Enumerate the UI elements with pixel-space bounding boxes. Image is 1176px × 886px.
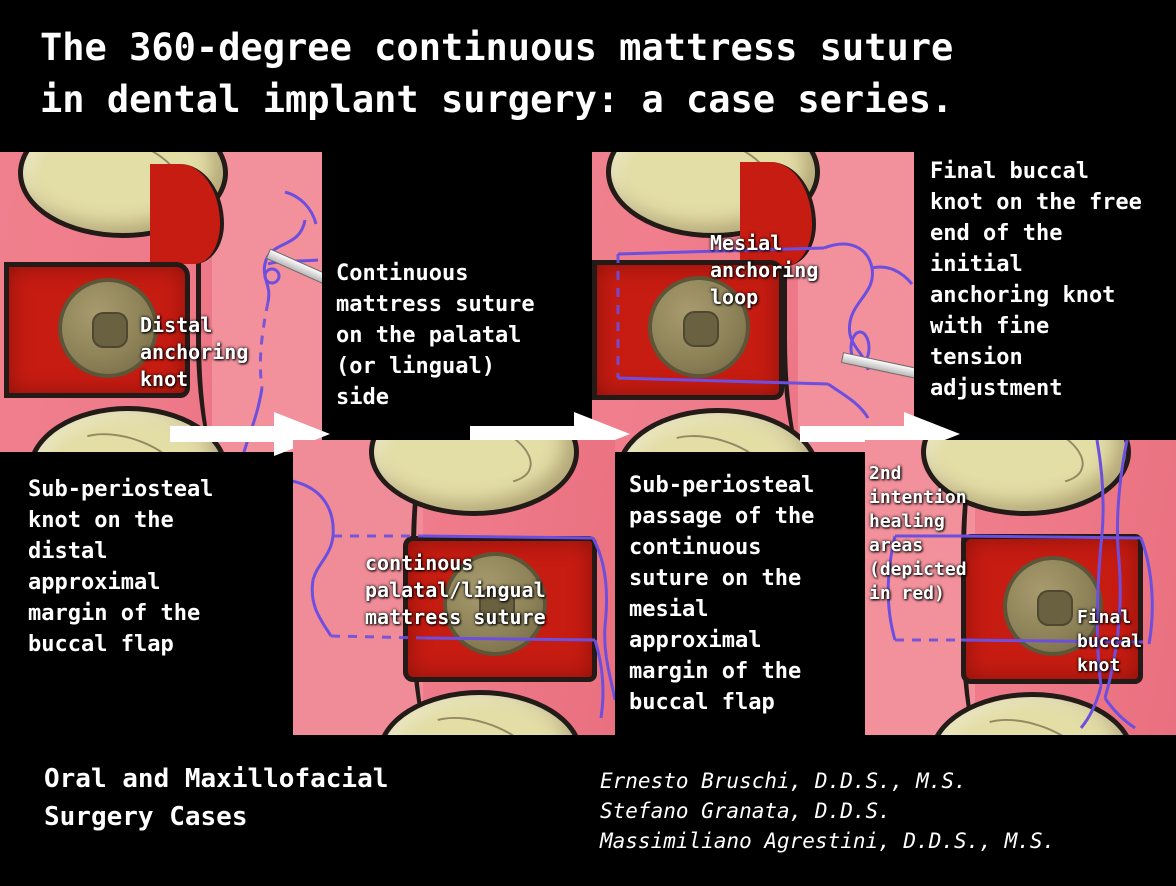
- ridge-contour: [196, 152, 261, 452]
- ridge-contour: [782, 152, 849, 452]
- label-final-buccal-knot-overlay: Final buccal knot: [1077, 607, 1143, 676]
- footer-journal-name: Oral and Maxillofacial Surgery Cases: [44, 764, 389, 832]
- figure-panel-palatal-mattress: continous palatal/lingual mattress sutur…: [293, 440, 615, 735]
- implant-fixture: [58, 278, 158, 378]
- page-title-line-2: in dental implant surgery: a case series…: [40, 78, 954, 121]
- caption-final-buccal-knot: Final buccal knot on the free end of the…: [914, 152, 1176, 428]
- footer-block: [0, 735, 1176, 886]
- title-block: The 360-degree continuous mattress sutur…: [0, 0, 1176, 150]
- label-second-intention-healing: 2nd intention healing areas (depicted in…: [869, 463, 967, 604]
- implant-fixture: [648, 276, 750, 378]
- spacer-black-top-mid: [322, 152, 594, 248]
- label-distal-anchoring-knot: Distal anchoring knot: [140, 313, 249, 391]
- flow-arrow-1: [170, 412, 330, 456]
- figure-panel-final-result: 2nd intention healing areas (depicted in…: [865, 440, 1176, 740]
- caption-continuous-palatal: Continuous mattress suture on the palata…: [322, 248, 594, 426]
- label-mesial-anchoring-loop: Mesial anchoring loop: [710, 231, 819, 309]
- label-continuous-palatal-mattress: continous palatal/lingual mattress sutur…: [365, 551, 546, 629]
- page-title-line-1: The 360-degree continuous mattress sutur…: [40, 26, 954, 69]
- figure-panel-distal-anchoring: Distal anchoring knot: [0, 152, 322, 452]
- caption-subperiosteal-distal: Sub-periosteal knot on the distal approx…: [0, 466, 293, 696]
- figure-panel-mesial-loop: Mesial anchoring loop: [592, 152, 914, 452]
- footer-author-list: Ernesto Bruschi, D.D.S., M.S. Stefano Gr…: [600, 769, 1056, 853]
- caption-subperiosteal-mesial: Sub-periosteal passage of the continuous…: [615, 466, 865, 736]
